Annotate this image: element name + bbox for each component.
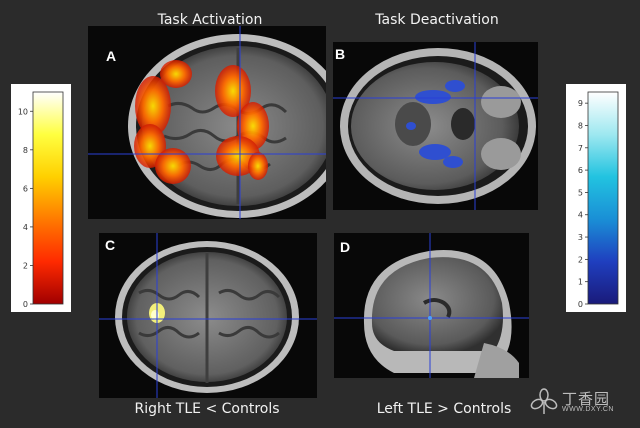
deactivation-tick-label: 4 — [578, 211, 583, 220]
panel-a-axial-activation: A — [88, 26, 326, 219]
title-left-tle-controls: Left TLE > Controls — [376, 401, 512, 417]
activation-tick-label: 10 — [18, 107, 28, 116]
activation-colorbar: 0 2 4 6 8 10 — [11, 84, 71, 312]
title-right-tle-controls: Right TLE < Controls — [134, 401, 280, 417]
deactivation-tick-label: 7 — [578, 144, 583, 153]
watermark-text: 丁香园 — [562, 391, 611, 408]
title-task-deactivation: Task Deactivation — [375, 12, 499, 28]
watermark: 丁香园 WWW.DXY.CN — [530, 388, 630, 418]
panel-c-label: C — [105, 237, 116, 253]
panel-d-label: D — [340, 239, 351, 255]
panel-d-sagittal-left-tle: D — [334, 233, 529, 378]
panel-a-label: A — [106, 48, 117, 64]
deactivation-tick-label: 0 — [578, 300, 583, 309]
activation-tick-label: 4 — [23, 223, 28, 232]
deactivation-tick-label: 5 — [578, 188, 583, 197]
panel-b-label: B — [335, 46, 346, 62]
deactivation-colorbar: 0 1 2 3 4 5 6 7 8 9 — [566, 84, 626, 312]
flower-logo-icon — [530, 388, 558, 414]
deactivation-colorbar-gradient — [587, 91, 619, 305]
activation-tick-label: 6 — [23, 184, 28, 193]
title-task-activation: Task Activation — [157, 12, 263, 28]
activation-tick-label: 2 — [23, 261, 28, 270]
activation-tick-label: 8 — [23, 146, 28, 155]
deactivation-tick-label: 6 — [578, 166, 583, 175]
panel-b-axial-deactivation: B — [333, 42, 538, 210]
watermark-url: WWW.DXY.CN — [562, 406, 614, 413]
deactivation-tick-label: 9 — [578, 99, 583, 108]
deactivation-tick-label: 3 — [578, 233, 583, 242]
panel-c-axial-right-tle: C — [99, 233, 317, 398]
deactivation-tick-label: 2 — [578, 255, 583, 264]
activation-tick-label: 0 — [23, 300, 28, 309]
activation-colorbar-gradient — [32, 91, 64, 305]
deactivation-tick-label: 1 — [578, 278, 583, 287]
deactivation-tick-label: 8 — [578, 121, 583, 130]
